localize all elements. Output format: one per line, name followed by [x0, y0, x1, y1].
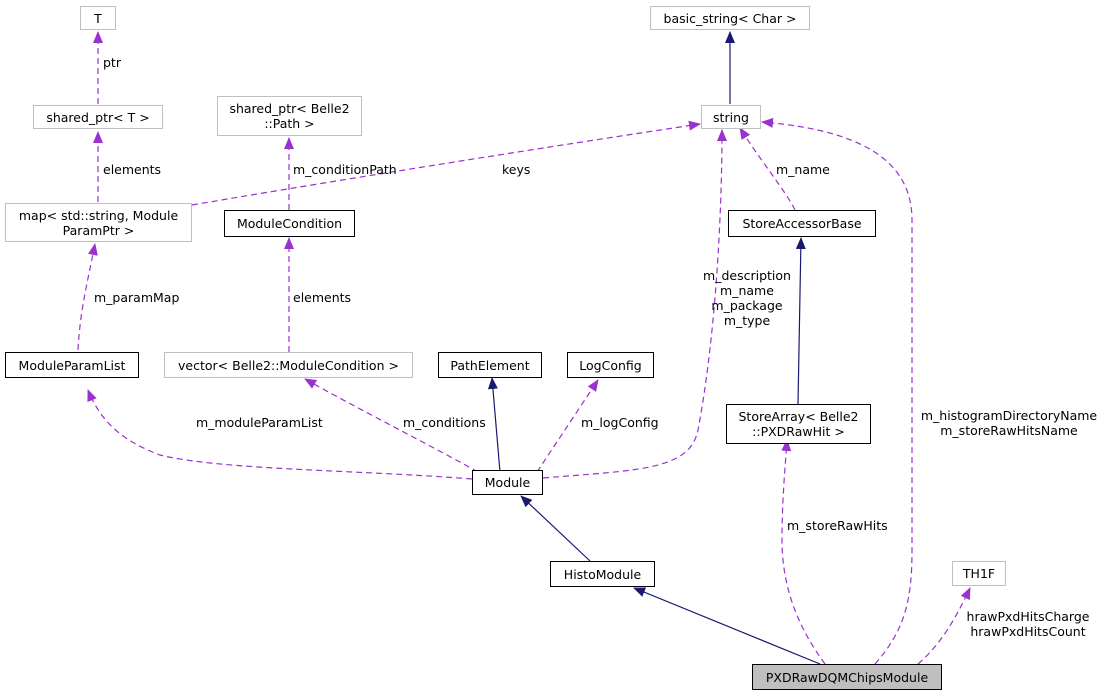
edge-m-name-accessor	[739, 127, 796, 211]
edge-param-map	[77, 243, 98, 351]
label-param-map: m_paramMap	[94, 290, 180, 305]
node-pxd-raw-dqm-chips-module[interactable]: PXDRawDQMChipsModule	[752, 664, 942, 690]
label-log-config: m_logConfig	[581, 415, 659, 430]
label-elements-vector: elements	[293, 290, 352, 305]
edge-store-array-accessor	[795, 237, 806, 405]
edge-description-group	[542, 129, 727, 479]
node-shared-ptr-path[interactable]: shared_ptr< Belle2 ::Path >	[217, 96, 362, 136]
edge-log-config	[536, 379, 599, 473]
edge-conditions	[304, 378, 479, 473]
label-conditions: m_conditions	[403, 415, 486, 430]
node-string[interactable]: string	[701, 105, 761, 129]
edge-store-raw-hits	[781, 439, 826, 665]
label-m-name: m_name	[776, 162, 830, 177]
node-vector-condition[interactable]: vector< Belle2::ModuleCondition >	[164, 352, 413, 378]
node-th1f[interactable]: TH1F	[952, 561, 1006, 586]
node-log-config[interactable]: LogConfig	[567, 352, 654, 378]
node-map-params[interactable]: map< std::string, Module ParamPtr >	[5, 203, 192, 242]
node-shared-ptr-t[interactable]: shared_ptr< T >	[33, 105, 163, 129]
label-histogram-group: m_histogramDirectoryName m_storeRawHitsN…	[920, 408, 1098, 438]
label-hraw-group: hrawPxdHitsCharge hrawPxdHitsCount	[966, 609, 1090, 639]
label-module-param-list: m_moduleParamList	[196, 415, 323, 430]
label-keys: keys	[502, 162, 531, 177]
label-description-group: m_description m_name m_package m_type	[703, 268, 791, 328]
edge-pxd-histo	[633, 587, 821, 665]
edge-histo-module	[520, 495, 591, 562]
node-path-element[interactable]: PathElement	[438, 352, 542, 378]
label-elements-map: elements	[103, 162, 162, 177]
edge-histogram-group	[761, 117, 913, 665]
edge-hraw-group	[917, 587, 971, 665]
node-basic-string[interactable]: basic_string< Char >	[650, 6, 810, 30]
node-module[interactable]: Module	[472, 470, 543, 495]
label-ptr: ptr	[103, 55, 121, 70]
edge-module-param-list	[87, 389, 473, 480]
label-condition-path: m_conditionPath	[293, 162, 397, 177]
node-t[interactable]: T	[80, 6, 116, 30]
node-histo-module[interactable]: HistoModule	[550, 561, 655, 587]
node-store-accessor-base[interactable]: StoreAccessorBase	[728, 210, 876, 237]
edge-module-path-element	[487, 377, 501, 473]
node-store-array[interactable]: StoreArray< Belle2 ::PXDRawHit >	[726, 404, 871, 444]
node-module-condition[interactable]: ModuleCondition	[224, 210, 355, 237]
node-module-param-list[interactable]: ModuleParamList	[5, 352, 139, 378]
edge-keys	[191, 120, 701, 206]
label-store-raw-hits: m_storeRawHits	[787, 518, 888, 533]
